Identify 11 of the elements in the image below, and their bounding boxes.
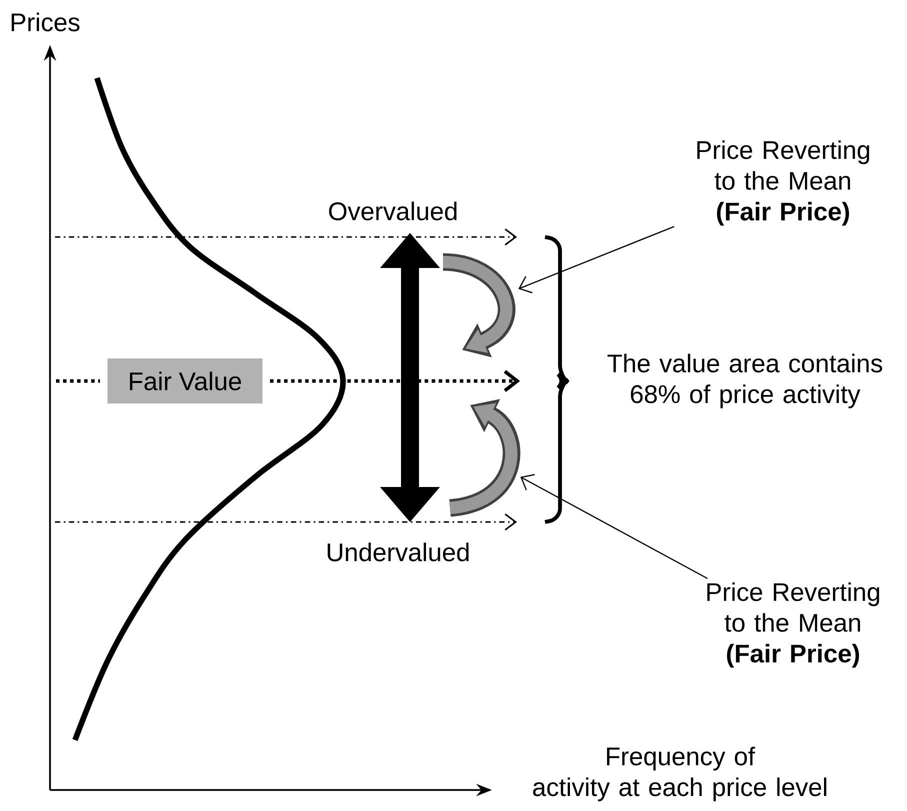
- axis-label: Prices: [12, 12, 80, 32]
- curved-arrow: [442, 253, 516, 358]
- axis-label: Frequency of activity at each price level: [533, 746, 826, 802]
- leader-line: [518, 226, 674, 294]
- bracket-label: The value area contains 68% of price activity: [608, 354, 882, 408]
- callout-text: Price Reverting to the Mean (Fair Price): [697, 140, 870, 226]
- zone-label: Undervalued: [328, 542, 469, 562]
- zone-label: Overvalued: [329, 202, 457, 220]
- callout-text: Price Reverting to the Mean (Fair Price): [707, 582, 880, 668]
- label-box: Fair Value: [108, 358, 262, 404]
- leader-line: [520, 474, 708, 580]
